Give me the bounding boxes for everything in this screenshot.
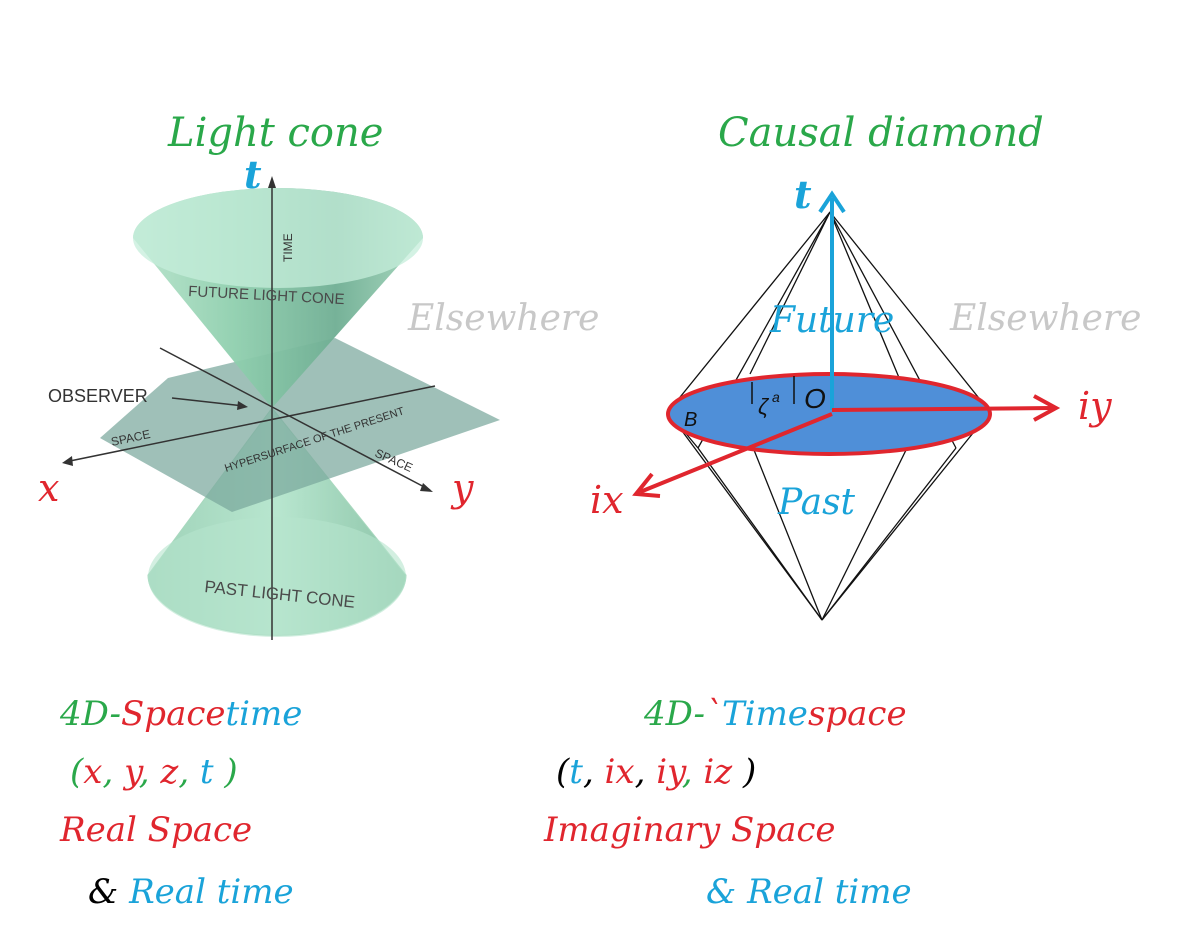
right-future-label: Future: [770, 300, 895, 341]
right-past-label: Past: [778, 482, 856, 523]
right-axis-iy-label: iy: [1078, 384, 1112, 428]
right-axis-ix-label: ix: [590, 478, 624, 522]
right-caption-line2: (t, ix, iy, iz ): [556, 752, 757, 792]
label-time: TIME: [281, 233, 295, 262]
causal-diamond-title: Causal diamond: [718, 110, 1044, 156]
right-elsewhere-label: Elsewhere: [950, 298, 1142, 339]
left-x-axis: [64, 385, 436, 463]
left-axis-y-label: y: [452, 466, 474, 510]
label-b: B: [684, 409, 697, 431]
right-iy-axis: [831, 406, 1053, 412]
left-axis-x-label: x: [38, 466, 60, 510]
left-y-axis: [159, 347, 431, 491]
right-caption-line4: & Real time: [706, 872, 912, 912]
left-caption-line1: 4D-Spacetime: [60, 694, 303, 734]
past-cone-base: [148, 517, 406, 637]
right-ix-axis: [639, 412, 833, 494]
observer-arrow: [171, 397, 245, 407]
light-cone-title: Light cone: [168, 110, 384, 156]
label-a: a: [772, 389, 780, 405]
label-observer: OBSERVER: [48, 386, 148, 406]
left-caption-line2: (x, y, z, t ): [70, 752, 238, 792]
left-caption-line3: Real Space: [60, 810, 253, 850]
future-cone-rim: [133, 188, 423, 288]
right-axis-t-label: t: [794, 172, 812, 217]
left-elsewhere-label: Elsewhere: [408, 298, 600, 339]
left-caption-line4: & Real time: [88, 872, 294, 912]
right-caption-line3: Imaginary Space: [544, 810, 836, 850]
right-caption-line1: 4D-`Timespace: [644, 694, 907, 734]
causal-diamond-diagram: B ζ a O: [632, 190, 1061, 621]
left-axis-t-label: t: [244, 152, 262, 197]
light-cone-diagram: TIME FUTURE LIGHT CONE OBSERVER SPACE SP…: [48, 176, 500, 640]
label-zeta: ζ: [758, 394, 770, 419]
label-origin: O: [804, 383, 826, 414]
hypersurface-plane: [100, 338, 500, 512]
